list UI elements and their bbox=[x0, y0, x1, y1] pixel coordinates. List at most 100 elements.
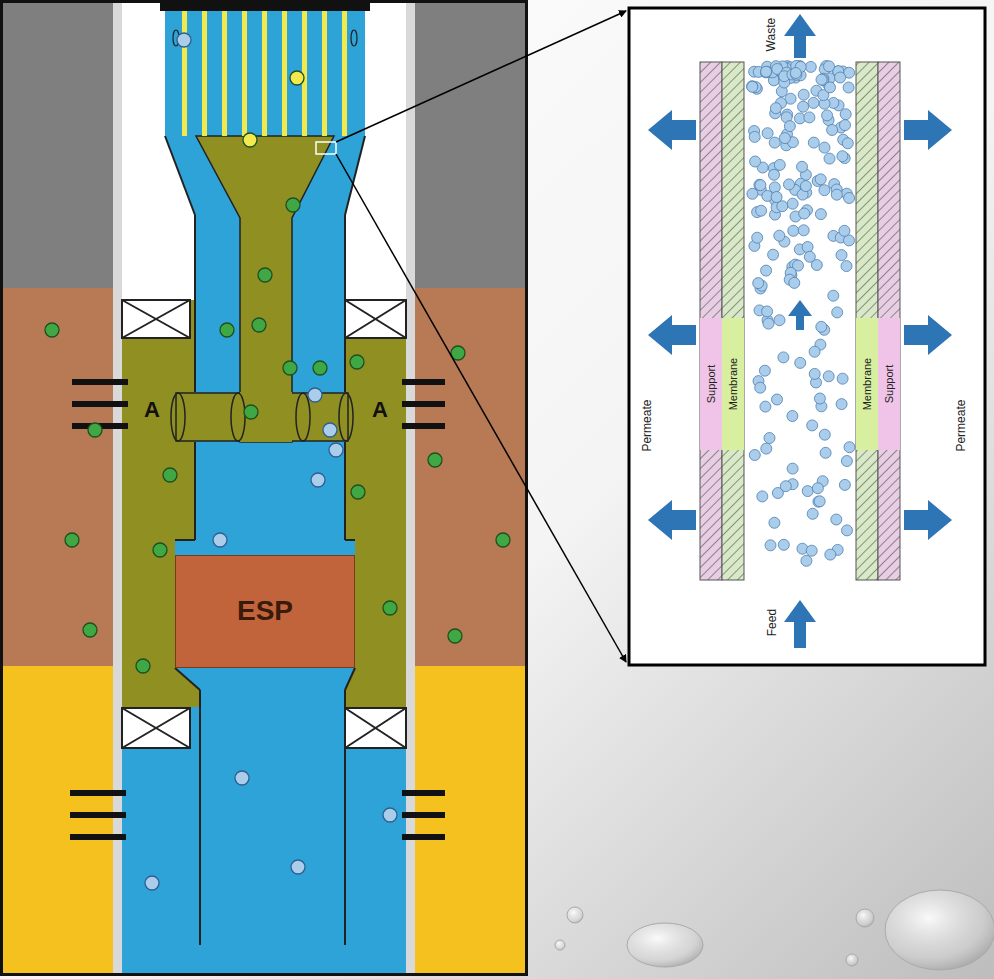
membrane-band: Membrane bbox=[722, 318, 744, 450]
particle bbox=[136, 659, 150, 673]
particle bbox=[788, 225, 799, 236]
particle bbox=[787, 411, 798, 422]
particle bbox=[772, 394, 783, 405]
particle bbox=[779, 133, 790, 144]
particle bbox=[780, 481, 791, 492]
particle bbox=[814, 496, 825, 507]
flow-label: Feed bbox=[766, 608, 779, 635]
particle bbox=[283, 361, 297, 375]
flow-label: Waste bbox=[765, 17, 778, 51]
particle bbox=[837, 373, 848, 384]
particle bbox=[801, 555, 812, 566]
particle bbox=[804, 112, 815, 123]
particle bbox=[840, 109, 851, 120]
particle bbox=[747, 188, 758, 199]
particle bbox=[806, 545, 817, 556]
fitting bbox=[351, 30, 357, 46]
particle bbox=[839, 225, 850, 236]
particle bbox=[761, 66, 772, 77]
particle bbox=[311, 473, 325, 487]
particle bbox=[798, 89, 809, 100]
particle bbox=[831, 514, 842, 525]
membrane-inset bbox=[629, 8, 985, 665]
particle bbox=[825, 82, 836, 93]
particle bbox=[820, 447, 831, 458]
particle bbox=[291, 860, 305, 874]
particle bbox=[832, 307, 843, 318]
particle bbox=[770, 103, 781, 114]
particle bbox=[383, 601, 397, 615]
particle bbox=[822, 110, 833, 121]
membrane-tube bbox=[242, 11, 247, 136]
particle bbox=[145, 876, 159, 890]
pump-box: ESP bbox=[175, 555, 355, 668]
particle bbox=[286, 198, 300, 212]
particle bbox=[350, 355, 364, 369]
support-band: Support bbox=[878, 318, 900, 450]
zoom-leader bbox=[316, 11, 626, 662]
particle bbox=[840, 120, 851, 131]
particle bbox=[764, 433, 775, 444]
particle bbox=[65, 533, 79, 547]
water-drops bbox=[555, 890, 994, 970]
particle bbox=[823, 371, 834, 382]
particle bbox=[323, 423, 337, 437]
membrane-tube bbox=[222, 11, 227, 136]
particle bbox=[243, 133, 257, 147]
support-band: Support bbox=[700, 318, 722, 450]
particle bbox=[747, 81, 758, 92]
particle bbox=[809, 346, 820, 357]
particle bbox=[763, 318, 774, 329]
particle bbox=[220, 323, 234, 337]
particle bbox=[812, 483, 823, 494]
particle bbox=[761, 265, 772, 276]
particle bbox=[769, 137, 780, 148]
particle bbox=[837, 151, 848, 162]
particle bbox=[750, 156, 761, 167]
particle bbox=[819, 142, 830, 153]
membrane-tube bbox=[262, 11, 267, 136]
flow-label: Permeate bbox=[641, 399, 654, 451]
particle bbox=[757, 491, 768, 502]
particle bbox=[308, 388, 322, 402]
particle bbox=[808, 137, 819, 148]
particle bbox=[747, 81, 758, 92]
particle bbox=[771, 192, 782, 203]
particle bbox=[789, 277, 800, 288]
particle bbox=[784, 121, 795, 132]
particle bbox=[807, 508, 818, 519]
particle bbox=[428, 453, 442, 467]
particle bbox=[258, 268, 272, 282]
section-marker: A bbox=[144, 398, 160, 422]
particle bbox=[448, 629, 462, 643]
particle bbox=[844, 193, 855, 204]
particle bbox=[383, 808, 397, 822]
particle bbox=[842, 525, 853, 536]
particle bbox=[841, 456, 852, 467]
particle bbox=[784, 179, 795, 190]
particle bbox=[153, 543, 167, 557]
membrane-tube bbox=[182, 11, 187, 136]
particle bbox=[45, 323, 59, 337]
particle bbox=[802, 486, 813, 497]
particle bbox=[235, 771, 249, 785]
membrane-tubes bbox=[173, 11, 357, 136]
membrane-tube bbox=[282, 11, 287, 136]
particle bbox=[759, 365, 770, 376]
particle bbox=[88, 423, 102, 437]
section-marker: A bbox=[372, 398, 388, 422]
particle bbox=[762, 306, 773, 317]
particles bbox=[747, 61, 855, 567]
particle bbox=[761, 443, 772, 454]
particle bbox=[790, 68, 801, 79]
membrane-tube bbox=[342, 11, 347, 136]
node-text: Membrane bbox=[861, 358, 873, 411]
particle bbox=[753, 278, 764, 289]
particle bbox=[769, 182, 780, 193]
particle bbox=[163, 468, 177, 482]
membrane-tube bbox=[322, 11, 327, 136]
particle bbox=[824, 61, 835, 72]
particle bbox=[827, 125, 838, 136]
node-text: Support bbox=[883, 365, 895, 404]
particle bbox=[815, 174, 826, 185]
